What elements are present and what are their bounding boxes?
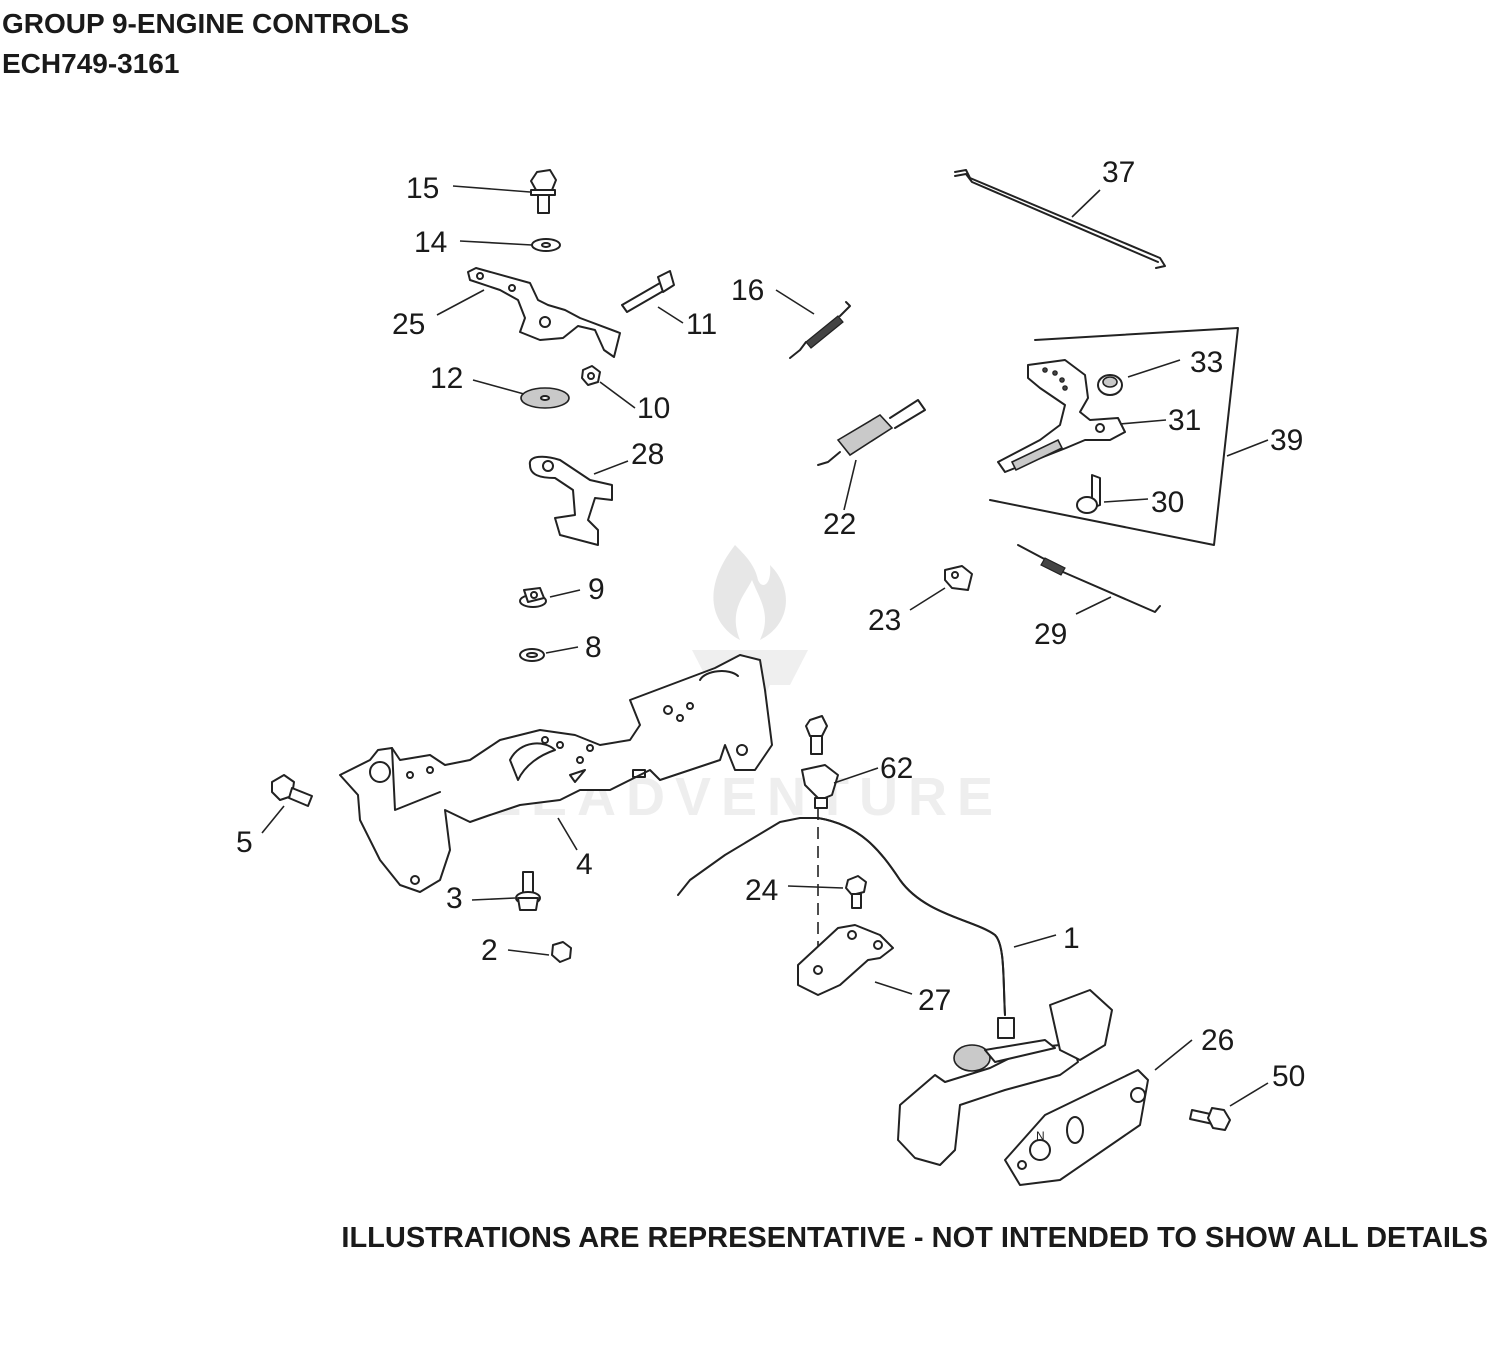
callout-10: 10 <box>637 392 670 425</box>
part-39-assembly-box <box>989 327 1239 546</box>
part-30-pin <box>1076 474 1101 514</box>
part-16-spring <box>789 301 851 359</box>
part-26-control-assembly: N <box>897 989 1149 1186</box>
leader-lines <box>261 185 1269 1107</box>
callout-29: 29 <box>1034 618 1067 651</box>
part-9-nut <box>519 587 547 608</box>
part-8-washer <box>519 648 545 662</box>
part-28-bracket <box>528 455 613 546</box>
callout-2: 2 <box>481 934 498 967</box>
callout-39: 39 <box>1270 424 1303 457</box>
part-11-pin <box>621 270 675 313</box>
callout-5: 5 <box>236 826 253 859</box>
callout-23: 23 <box>868 604 901 637</box>
part-22-spring <box>817 399 926 466</box>
callout-22: 22 <box>823 508 856 541</box>
disclaimer-text: ILLUSTRATIONS ARE REPRESENTATIVE - NOT I… <box>341 1222 1488 1254</box>
part-14-washer <box>531 238 561 252</box>
callout-14: 14 <box>414 226 447 259</box>
part-4-main-bracket <box>339 654 773 893</box>
part-23-clip <box>944 565 973 591</box>
callout-12: 12 <box>430 362 463 395</box>
callout-28: 28 <box>631 438 664 471</box>
part-31-lever <box>997 359 1126 473</box>
callout-31: 31 <box>1168 404 1201 437</box>
callout-30: 30 <box>1151 486 1184 519</box>
callout-labels: 15 14 25 11 16 37 12 10 28 22 33 31 39 3… <box>236 156 1305 1093</box>
callout-3: 3 <box>446 882 463 915</box>
part-3-bolt <box>515 871 541 911</box>
part-5-bolt <box>271 774 313 807</box>
callout-1: 1 <box>1063 922 1080 955</box>
part-1-cable <box>677 817 1006 1016</box>
callout-16: 16 <box>731 274 764 307</box>
part-10-nut <box>581 365 601 386</box>
callout-27: 27 <box>918 984 951 1017</box>
callout-9: 9 <box>588 573 605 606</box>
part-62-clip <box>801 715 839 809</box>
part-27-plate <box>797 924 894 996</box>
callout-26: 26 <box>1201 1024 1234 1057</box>
part-15-bolt <box>530 169 557 214</box>
part-50-bolt <box>1189 1107 1231 1131</box>
svg-text:N: N <box>1036 1129 1045 1143</box>
part-29-spring <box>1017 544 1161 613</box>
callout-11: 11 <box>686 308 717 341</box>
callout-24: 24 <box>745 874 778 907</box>
callout-15: 15 <box>406 172 439 205</box>
part-37-rod <box>954 169 1166 269</box>
callout-62: 62 <box>880 752 913 785</box>
callout-37: 37 <box>1102 156 1135 189</box>
callout-25: 25 <box>392 308 425 341</box>
page-title: GROUP 9-ENGINE CONTROLS <box>2 8 410 39</box>
part-24-bolt <box>845 875 867 909</box>
part-33-bushing <box>1097 374 1123 396</box>
watermark-logo: LEADVENTURE <box>488 545 993 827</box>
callout-33: 33 <box>1190 346 1223 379</box>
part-12-washer <box>520 387 570 409</box>
callout-4: 4 <box>576 848 593 881</box>
callout-50: 50 <box>1272 1060 1305 1093</box>
part-25-bracket <box>467 267 621 358</box>
part-2-nut <box>551 941 572 963</box>
callout-8: 8 <box>585 631 602 664</box>
model-number: ECH749-3161 <box>2 48 180 79</box>
